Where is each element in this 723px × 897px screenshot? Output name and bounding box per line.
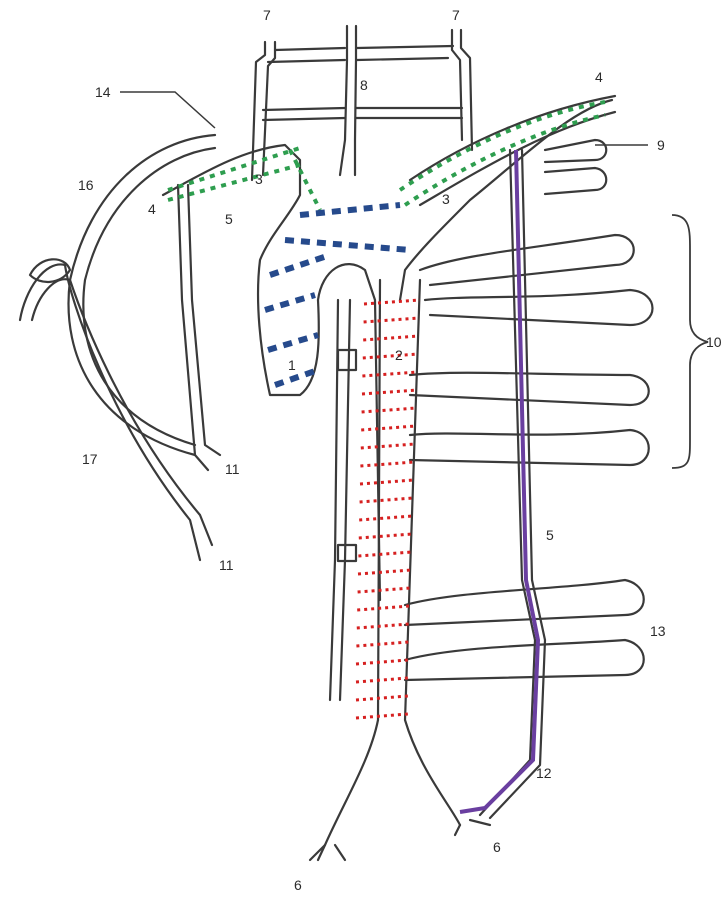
red-dot-row	[364, 318, 420, 322]
vessel-outlines	[20, 26, 653, 860]
red-dotted-aorta	[356, 300, 420, 718]
label-9: 9	[657, 137, 665, 153]
blue-dotted-1b	[285, 240, 410, 250]
red-dot-row	[362, 390, 417, 394]
vessel-middle-cross-2	[263, 118, 462, 120]
label-7-right: 7	[452, 7, 460, 23]
loop-9-upper	[545, 140, 606, 162]
vessel-17-inner	[32, 279, 212, 545]
label-6-left: 6	[294, 877, 302, 893]
red-dot-row	[356, 696, 408, 700]
vessel-16-right-descending	[178, 185, 220, 470]
blue-dotted-1e	[268, 335, 318, 350]
green-dotted-arch-left-vertical	[290, 150, 320, 210]
loop-10-3	[410, 373, 649, 405]
label-17: 17	[82, 451, 98, 467]
red-dot-row	[356, 660, 408, 664]
vessel-6-right-branch	[455, 820, 490, 835]
loop-9-lower	[545, 168, 606, 194]
vessel-middle-cross	[263, 108, 462, 110]
red-dot-row	[364, 300, 420, 304]
red-dot-row	[361, 426, 416, 430]
label-4-right: 4	[595, 69, 603, 85]
label-3-left: 3	[255, 171, 263, 187]
label-2: 2	[395, 347, 403, 363]
red-dot-row	[358, 570, 411, 574]
label-11-lower: 11	[219, 557, 234, 573]
vessel-column-right-wall	[340, 300, 350, 700]
red-dot-row	[362, 408, 417, 412]
bracket-10	[672, 215, 708, 468]
label-6-right: 6	[493, 839, 501, 855]
red-dot-row	[360, 480, 414, 484]
aortic-sac-right	[318, 100, 612, 600]
red-dot-row	[358, 552, 411, 556]
red-dot-row	[360, 498, 414, 502]
label-10: 10	[706, 334, 722, 350]
green-dotted-arch-right-upper	[400, 102, 605, 190]
red-dot-row	[356, 678, 408, 682]
label-7-left: 7	[263, 7, 271, 23]
label-14: 14	[95, 84, 111, 100]
dorsal-aorta-right-wall	[405, 280, 460, 825]
dotted-markers	[168, 102, 605, 812]
loop-10-1	[420, 235, 634, 285]
red-dot-row	[356, 714, 408, 718]
vessel-6-left-branch	[310, 845, 345, 860]
label-1: 1	[288, 357, 296, 373]
blue-dotted-1c	[270, 255, 330, 275]
red-dot-row	[360, 462, 414, 466]
vessel-8-right	[355, 26, 356, 175]
red-dot-row	[356, 642, 408, 646]
red-dot-row	[359, 534, 412, 538]
red-dot-row	[357, 606, 410, 610]
vessel-17-outer	[20, 264, 200, 560]
number-labels: 7 7 8 4 14 9 16 3 3 4 5 10 1 2 17 11 5 1…	[78, 7, 722, 893]
column-segment-box-2	[338, 545, 356, 561]
red-dot-row	[361, 444, 415, 448]
column-segment-box-1	[338, 350, 356, 370]
label-5-upper: 5	[225, 211, 233, 227]
blue-dotted-1a	[300, 205, 400, 215]
loop-13-2	[405, 640, 644, 680]
label-16: 16	[78, 177, 94, 193]
label-11-upper: 11	[225, 461, 240, 477]
label-3-right: 3	[442, 191, 450, 207]
label-8: 8	[360, 77, 368, 93]
vessel-5-right-outer	[480, 150, 535, 815]
red-dot-row	[363, 336, 419, 340]
red-dot-row	[359, 516, 413, 520]
vessel-column-left-wall	[330, 300, 338, 700]
leader-14	[120, 92, 215, 128]
vessel-top-cross-upper	[275, 46, 453, 50]
vessel-top-cross-lower	[268, 58, 448, 62]
label-5-lower: 5	[546, 527, 554, 543]
blue-dotted-1d	[265, 295, 315, 310]
label-13: 13	[650, 623, 666, 639]
red-dot-row	[363, 354, 418, 358]
red-dot-row	[358, 588, 411, 592]
label-4-left: 4	[148, 201, 156, 217]
purple-line-12	[460, 150, 538, 812]
loop-10-2	[425, 290, 653, 325]
red-dot-row	[357, 624, 409, 628]
label-12: 12	[536, 765, 552, 781]
